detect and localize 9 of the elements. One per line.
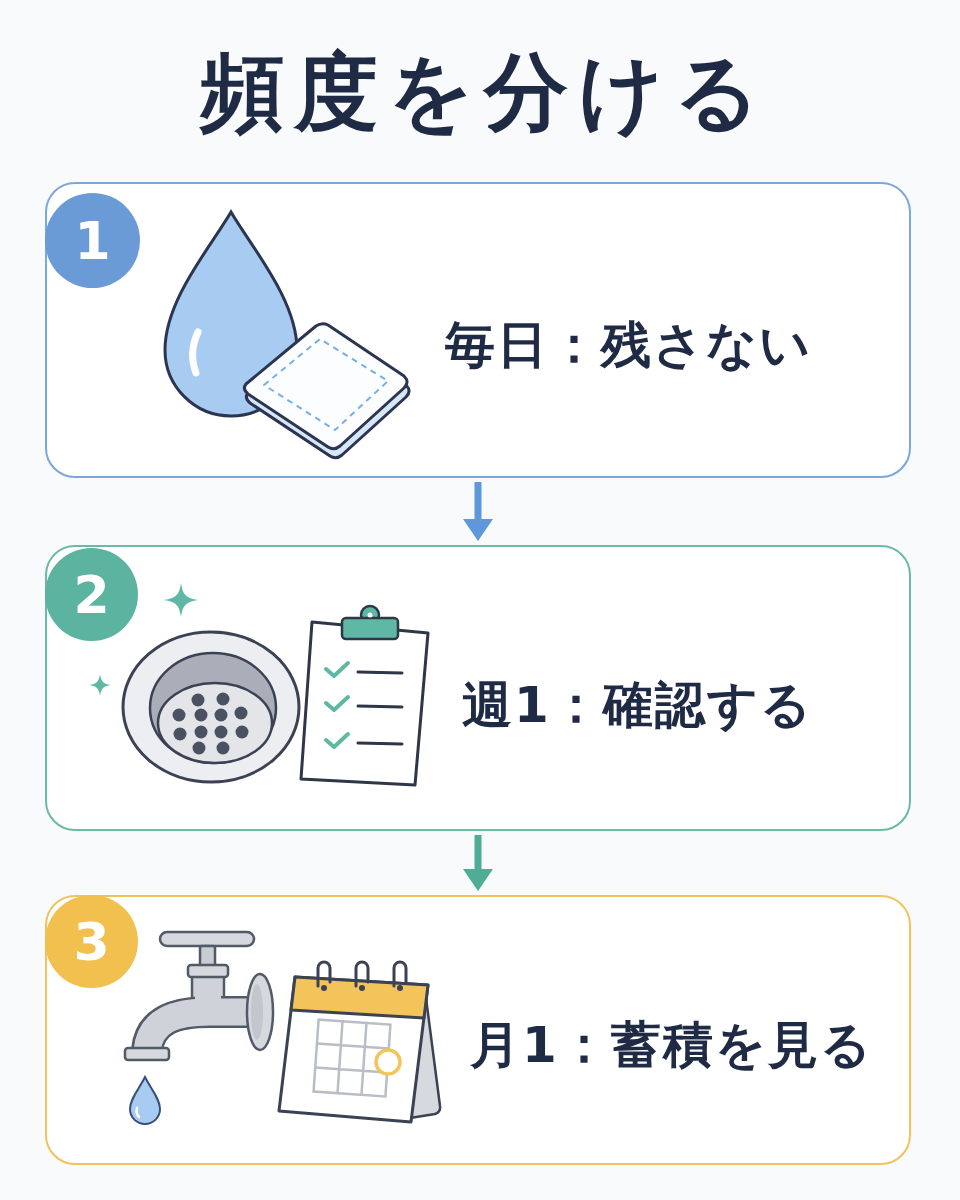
step-number: 2 [73,568,110,621]
step-label: 月1：蓄積を見る [470,1020,873,1070]
step-card [45,545,911,831]
step-number: 3 [73,915,110,968]
step-label: 週1：確認する [462,680,813,730]
step-label: 毎日：残さない [445,320,812,370]
step-card [45,182,911,478]
step-number: 1 [74,214,111,267]
step-card [45,895,911,1165]
